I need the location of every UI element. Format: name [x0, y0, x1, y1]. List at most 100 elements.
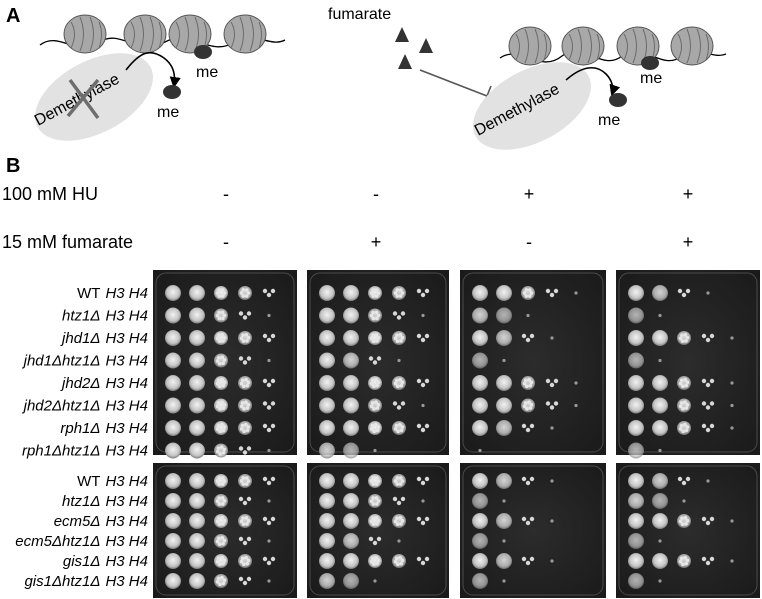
colony-dot: [217, 355, 221, 360]
strain-genotype: jhd1Δ: [60, 330, 100, 347]
colony-dot: [529, 476, 535, 482]
colony-dot: [216, 446, 221, 450]
colony-dot: [394, 378, 399, 383]
colony-dot: [222, 499, 227, 503]
yeast-spot: [628, 533, 644, 549]
yeast-spot: [628, 513, 644, 529]
colony-dot: [218, 429, 222, 434]
colony-dot: [375, 316, 379, 321]
colony-dot: [395, 522, 400, 526]
colony-dot: [220, 288, 225, 292]
colony-dot: [221, 581, 226, 586]
colony-dot: [393, 427, 398, 431]
strain-genotype: WT: [77, 285, 100, 302]
colony-dot: [416, 378, 422, 384]
colony-dot: [399, 383, 404, 388]
colony-dot: [375, 406, 380, 410]
yeast-spot: [652, 553, 668, 569]
release-arrow: [565, 67, 621, 97]
colony-dot: [400, 518, 405, 523]
colony-dot: [701, 333, 707, 339]
colony-dot: [527, 294, 532, 298]
colony-dot: [523, 378, 528, 383]
colony-dot: [215, 579, 220, 584]
yeast-spot: [319, 553, 335, 569]
plate: [460, 270, 606, 455]
colony-dot: [241, 339, 246, 343]
colony-dot: [424, 516, 430, 522]
colony-dot: [424, 288, 430, 294]
colony-dot: [396, 405, 402, 410]
colony-dot: [221, 522, 225, 526]
colony-dot: [221, 339, 225, 343]
colony-dot: [372, 540, 378, 546]
colony-dot: [220, 516, 225, 520]
colony-dot: [242, 407, 246, 411]
colony-dot: [270, 378, 276, 384]
colony-dot: [217, 496, 221, 500]
strain-genotype: jhd2Δ: [60, 375, 100, 392]
condition-sign: -: [373, 184, 379, 204]
colony-dot: [685, 476, 691, 482]
colony-dot: [525, 384, 529, 389]
colony-dot: [369, 313, 374, 318]
colony-dot: [376, 291, 381, 295]
colony-dot: [242, 360, 248, 365]
colony-dot: [709, 378, 715, 384]
colony-dot: [396, 562, 400, 567]
colony-dot: [238, 446, 244, 451]
colony-dot: [522, 404, 527, 409]
colony-dot: [393, 291, 398, 295]
colony-dot: [681, 562, 685, 567]
colony-dot: [220, 476, 225, 480]
colony-dot: [262, 516, 268, 522]
colony-dot: [502, 539, 506, 543]
colony-dot: [658, 579, 662, 583]
colony-dot: [395, 339, 400, 343]
fumarate-label: fumarate: [328, 6, 391, 23]
colony-dot: [521, 476, 527, 482]
colony-dot: [678, 427, 683, 431]
yeast-spot: [472, 553, 488, 569]
yeast-spot: [343, 573, 359, 589]
strain-histones: H3 H4: [105, 573, 148, 590]
yeast-spot: [165, 493, 181, 509]
colony-dot: [395, 333, 399, 337]
colony-dot: [677, 288, 683, 294]
yeast-spot: [319, 493, 335, 509]
colony-dot: [709, 333, 715, 339]
yeast-spot: [496, 397, 512, 414]
colony-dot: [375, 339, 379, 343]
colony-dot: [246, 425, 251, 429]
colony-dot: [375, 502, 379, 506]
colony-dot: [245, 339, 249, 343]
colony-dot: [682, 499, 686, 503]
colony-dot: [705, 405, 711, 410]
colony-dot: [478, 448, 482, 453]
yeast-spot: [652, 330, 668, 346]
plate: [616, 270, 760, 459]
strain-genotype: gis1Δ: [63, 553, 101, 570]
colony-dot: [658, 358, 662, 363]
colony-dot: [218, 582, 222, 587]
colony-dot: [242, 450, 248, 455]
colony-dot: [376, 402, 381, 407]
colony-dot: [218, 562, 222, 567]
colony-dot: [217, 316, 222, 321]
left-demethylase: Demethylase me: [32, 51, 181, 141]
colony-dot: [376, 536, 382, 542]
yeast-spot: [472, 375, 488, 391]
yeast-spot: [472, 397, 488, 414]
yeast-spot: [165, 573, 181, 589]
colony-dot: [371, 333, 375, 337]
yeast-spot: [628, 420, 644, 436]
colony-dot: [369, 404, 374, 409]
colony-dot: [374, 516, 379, 520]
nucleosome-4: [223, 14, 267, 54]
